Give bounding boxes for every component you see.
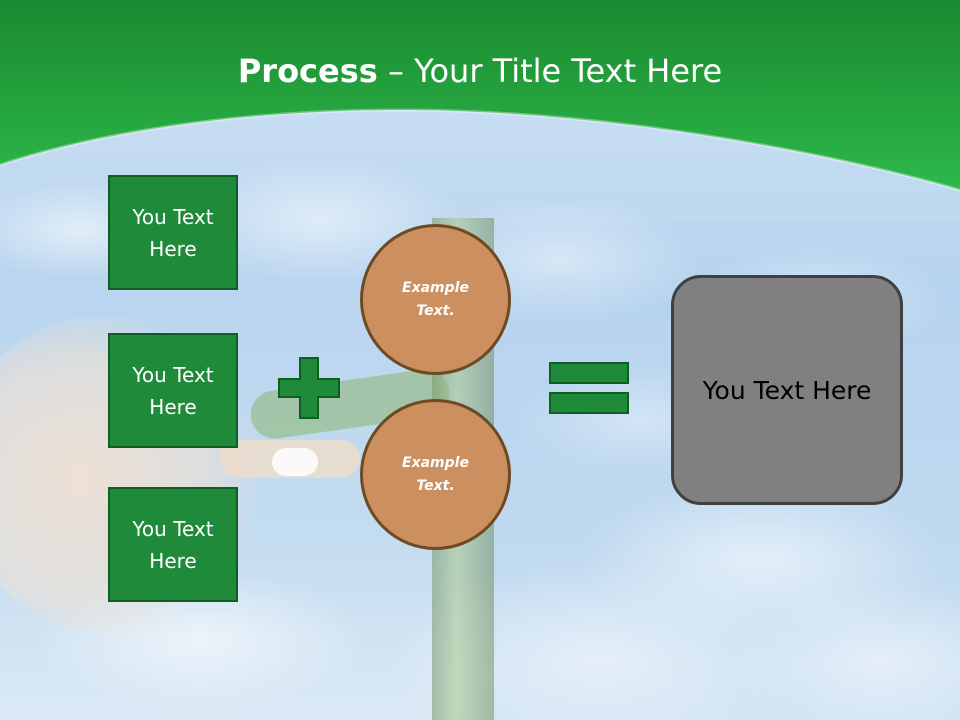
result-label: You Text Here [702, 375, 872, 405]
circle-label: Example Text. [402, 279, 469, 319]
equals-icon [549, 362, 629, 414]
text-box-label: You Text Here [132, 362, 214, 419]
header-banner: Process – Your Title Text Here [0, 0, 960, 200]
title-bold: Process [237, 52, 378, 90]
header-wave-shape [0, 0, 960, 192]
result-box[interactable]: You Text Here [671, 275, 903, 505]
text-box-2[interactable]: You Text Here [108, 333, 238, 448]
text-box-label: You Text Here [132, 204, 214, 261]
text-box-3[interactable]: You Text Here [108, 487, 238, 602]
fingernail-image [272, 448, 318, 476]
plus-icon [278, 357, 340, 419]
example-circle-2[interactable]: Example Text. [360, 399, 511, 550]
text-box-1[interactable]: You Text Here [108, 175, 238, 290]
text-box-label: You Text Here [132, 516, 214, 573]
title-rest: – Your Title Text Here [377, 52, 723, 90]
example-circle-1[interactable]: Example Text. [360, 224, 511, 375]
circle-label: Example Text. [402, 454, 469, 494]
slide-title: Process – Your Title Text Here [0, 52, 960, 90]
